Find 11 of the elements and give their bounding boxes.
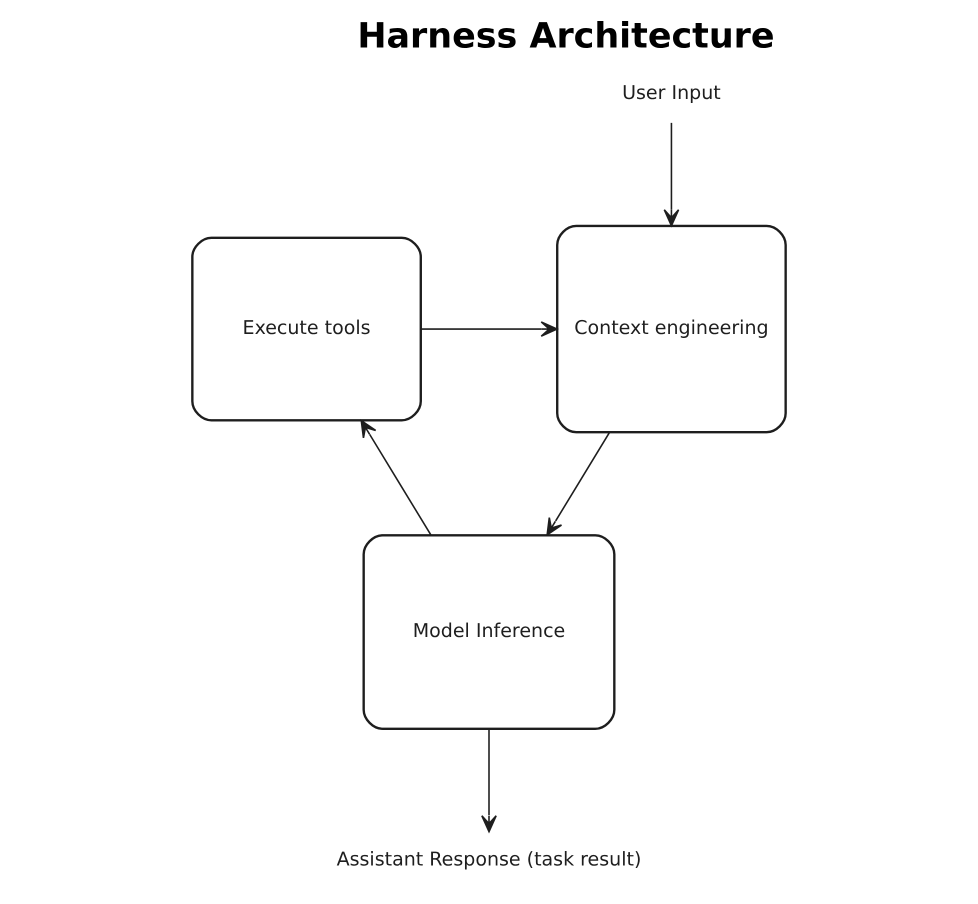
node-text: User Input [622,82,721,104]
node-box: Execute tools [191,236,422,422]
arrow [481,729,497,832]
diagram-title: Harness Architecture [357,16,775,57]
node-text: Assistant Response (task result) [336,848,642,870]
node-box: Context engineering [556,224,787,434]
arrow [546,432,610,536]
arrow [360,420,432,536]
arrow [664,122,680,226]
arrow [421,321,558,337]
node-box: Model Inference [362,534,616,730]
